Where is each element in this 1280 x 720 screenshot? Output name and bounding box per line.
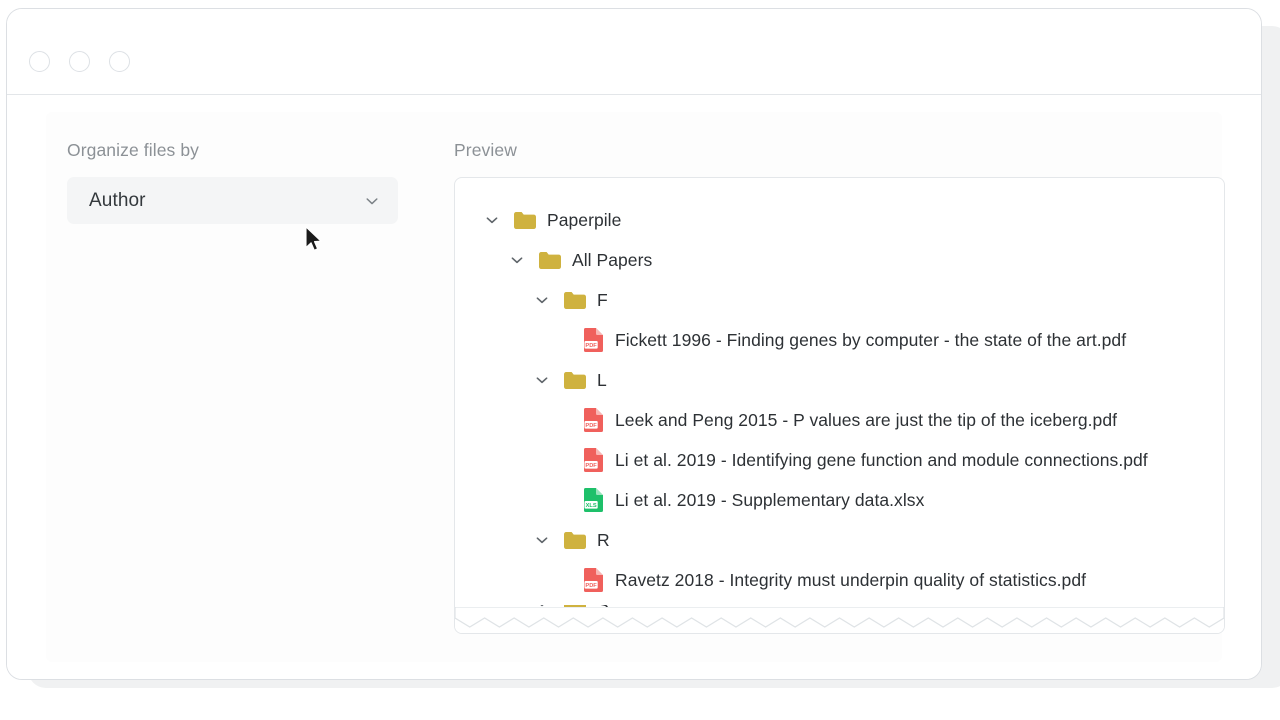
pdf-file-icon: PDF — [584, 448, 603, 472]
tree-row-label: Li et al. 2019 - Identifying gene functi… — [615, 449, 1148, 470]
tree-row-folder[interactable]: Paperpile — [455, 200, 1224, 240]
pdf-file-icon: PDF — [584, 408, 603, 432]
tree-row-label: Fickett 1996 - Finding genes by computer… — [615, 329, 1127, 350]
tree-row-file[interactable]: PDF Ravetz 2018 - Integrity must underpin… — [455, 560, 1224, 600]
tree-row-label: F — [597, 289, 608, 310]
tree-row-folder[interactable]: All Papers — [455, 240, 1224, 280]
mouse-pointer-icon — [305, 226, 323, 252]
torn-paper-edge — [455, 607, 1224, 633]
tree-row-file[interactable]: PDF Li et al. 2019 - Identifying gene fun… — [455, 440, 1224, 480]
xls-file-icon: XLS — [584, 488, 603, 512]
svg-text:XLS: XLS — [586, 503, 597, 509]
settings-card: Organize files by Author Previ — [46, 112, 1225, 662]
tree-row-label: Leek and Peng 2015 - P values are just t… — [615, 409, 1118, 430]
tree-row-label: L — [597, 369, 607, 390]
svg-text:PDF: PDF — [585, 463, 597, 469]
folder-icon — [564, 531, 586, 549]
pdf-file-icon: PDF — [584, 328, 603, 352]
window-titlebar — [7, 9, 1261, 95]
chevron-down-icon[interactable] — [509, 252, 525, 268]
chevron-down-icon[interactable] — [534, 532, 550, 548]
tree-row-label: Li et al. 2019 - Supplementary data.xlsx — [615, 489, 925, 510]
svg-text:PDF: PDF — [585, 343, 597, 349]
select-selected-value: Author — [89, 189, 146, 211]
folder-icon — [564, 371, 586, 389]
organize-files-by-label: Organize files by — [67, 140, 200, 160]
svg-text:PDF: PDF — [585, 423, 597, 429]
folder-icon — [514, 211, 536, 229]
organize-files-panel: Organize files by Author — [67, 140, 399, 224]
folder-icon — [564, 291, 586, 309]
minimize-dot-icon[interactable] — [69, 51, 90, 72]
tree-row-folder[interactable]: R — [455, 520, 1224, 560]
panels-layout: Organize files by Author Previ — [46, 112, 1225, 662]
tree-row-file[interactable]: PDF Leek and Peng 2015 - P values are jus… — [455, 400, 1224, 440]
tree-row-folder[interactable]: L — [455, 360, 1224, 400]
close-dot-icon[interactable] — [29, 51, 50, 72]
tree-row-label: Ravetz 2018 - Integrity must underpin qu… — [615, 569, 1087, 590]
organize-files-by-select[interactable]: Author — [67, 177, 398, 224]
tree-row-file[interactable]: PDF Fickett 1996 - Finding genes by compu… — [455, 320, 1224, 360]
tree-row-label: All Papers — [572, 249, 653, 270]
app-window: Organize files by Author Previ — [6, 8, 1262, 680]
chevron-down-icon[interactable] — [484, 212, 500, 228]
traffic-light-dots — [29, 51, 130, 72]
pdf-file-icon: PDF — [584, 568, 603, 592]
chevron-down-icon[interactable] — [534, 292, 550, 308]
chevron-down-icon[interactable] — [534, 372, 550, 388]
maximize-dot-icon[interactable] — [109, 51, 130, 72]
tree-row-folder[interactable]: F — [455, 280, 1224, 320]
window-content: Organize files by Author Previ — [7, 95, 1261, 679]
tree-row-label: R — [597, 529, 610, 550]
chevron-down-icon[interactable] — [534, 605, 550, 611]
tree-row-file[interactable]: XLS Li et al. 2019 - Supplementary data.x… — [455, 480, 1224, 520]
preview-label: Preview — [454, 140, 517, 160]
folder-icon — [539, 251, 561, 269]
svg-text:PDF: PDF — [585, 583, 597, 589]
tree-row-label: Paperpile — [547, 209, 622, 230]
chevron-down-icon — [364, 193, 380, 209]
